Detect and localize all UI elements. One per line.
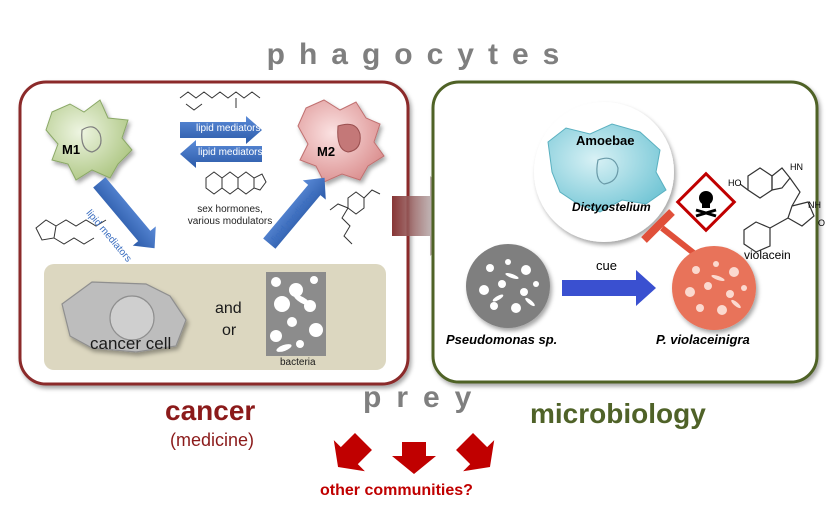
chem-ho-label: HO <box>728 178 742 188</box>
fatty-acid-molecule-right <box>329 189 381 245</box>
violaceinigra-label: P. violaceinigra <box>656 332 750 347</box>
red-arrow-center <box>392 442 436 474</box>
chem-hn-label: HN <box>790 162 803 172</box>
dictyostelium-label: Dictyostelium <box>572 200 651 214</box>
connector-and: and <box>215 300 242 317</box>
cancer-title: cancer <box>165 395 256 426</box>
other-communities-label: other communities? <box>320 482 473 499</box>
violacein-label: violacein <box>744 248 791 262</box>
m2-label: M2 <box>317 144 336 159</box>
chem-nh-label: NH <box>808 200 821 210</box>
steroid-molecule <box>205 171 267 195</box>
prostaglandin-molecule <box>35 219 107 245</box>
hormones-line-1: sex hormones, <box>197 204 263 215</box>
medicine-label: (medicine) <box>170 430 255 450</box>
lipid-arrow-left <box>180 140 262 168</box>
bacteria-label: bacteria <box>280 357 316 368</box>
pseudomonas-colony-icon <box>466 244 550 328</box>
amoebae-label: Amoebae <box>576 133 635 148</box>
microbiology-title: microbiology <box>530 398 706 429</box>
lipid-molecule-top <box>179 91 261 111</box>
m2-macrophage-icon <box>297 99 385 183</box>
violacein-molecule <box>739 167 815 253</box>
amoeba-icon <box>547 123 667 213</box>
red-arrow-right <box>456 433 495 472</box>
pseudomonas-label: Pseudomonas sp. <box>446 332 558 347</box>
m1-label: M1 <box>62 142 81 157</box>
lipid-arrow-diag-right <box>263 177 326 249</box>
chem-o-label: O <box>818 218 826 228</box>
violaceinigra-colony-icon <box>672 246 756 330</box>
bacteria-image-icon <box>266 272 326 356</box>
cue-arrow <box>562 270 656 306</box>
connector-or: or <box>222 322 237 339</box>
hazard-skull-icon <box>675 171 737 233</box>
red-arrow-left <box>333 433 372 472</box>
m1-macrophage-icon <box>45 99 133 181</box>
lipid-arrow-right <box>180 116 262 144</box>
phagocytes-title: phagocytes <box>266 38 574 71</box>
cancer-cell-label: cancer cell <box>90 334 172 353</box>
prey-title: prey <box>363 381 487 414</box>
lipid-label-middle: lipid mediators <box>198 147 263 158</box>
hormones-line-2: various modulators <box>187 216 273 227</box>
cancer-cell-icon <box>61 281 187 353</box>
cue-label: cue <box>596 258 617 273</box>
lipid-label-top: lipid mediators <box>196 123 261 134</box>
lipid-arrow-diag-left <box>93 177 156 249</box>
